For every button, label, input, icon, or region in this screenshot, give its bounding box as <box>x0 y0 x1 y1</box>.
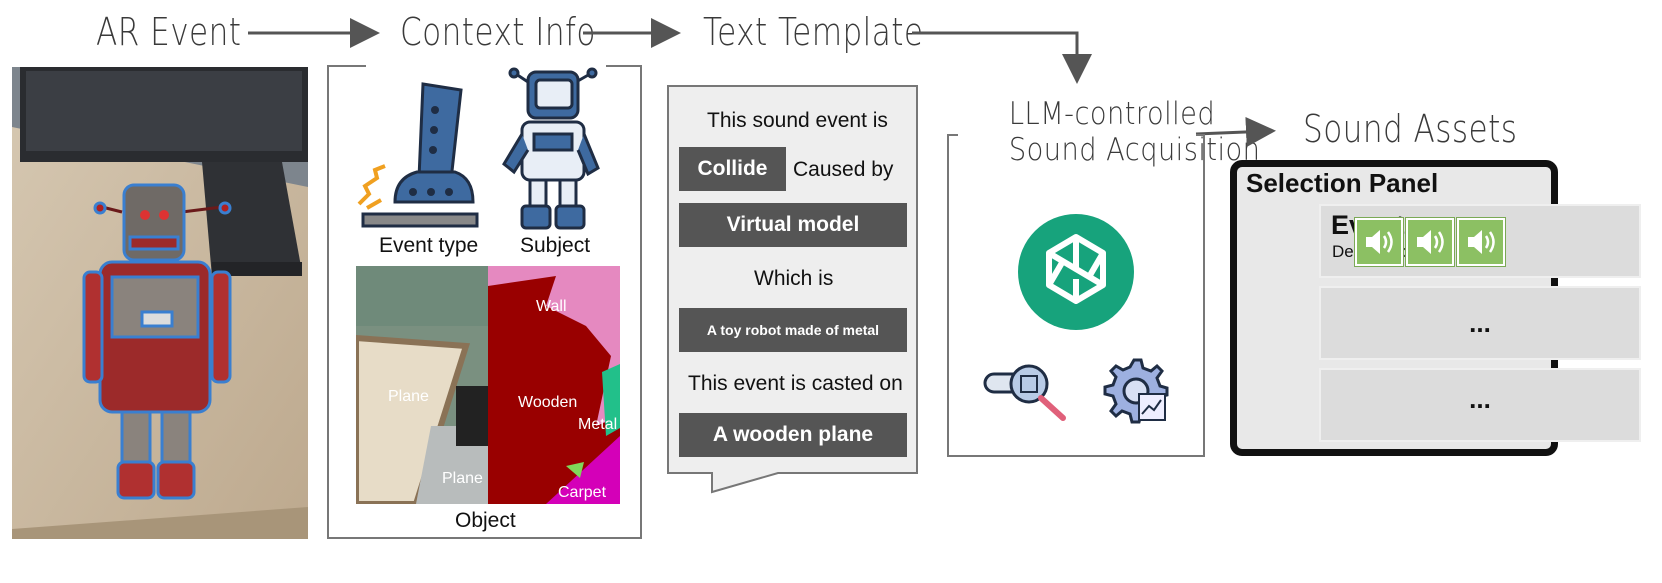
object-segmentation: Plane Plane Wall Wooden Metal Carpet <box>356 266 620 504</box>
seg-label-plane-bottom: Plane <box>442 470 483 487</box>
robot-eye-left <box>140 210 150 220</box>
openai-logo-icon <box>1018 214 1134 330</box>
seg-label-wall: Wall <box>536 298 567 315</box>
template-caused-by: Caused by <box>793 158 894 181</box>
stage-title-context-info: Context Info <box>400 10 596 54</box>
speaker-icon-2[interactable] <box>1406 218 1454 266</box>
speaker-icon-3-glyph <box>1468 230 1495 254</box>
subject-robot-icon <box>502 67 600 230</box>
stage-title-text-template: Text Template <box>703 10 924 54</box>
template-casted-on: This event is casted on <box>688 372 903 395</box>
subject-label: Subject <box>520 234 591 257</box>
seg-label-metal: Metal <box>578 416 618 433</box>
segmentation-image <box>356 266 620 504</box>
object-label: Object <box>455 509 516 532</box>
template-target-value: A wooden plane <box>679 413 907 457</box>
panel-row-3-ellipsis: ... <box>1469 384 1491 414</box>
seg-label-wooden: Wooden <box>518 394 578 411</box>
gear-analytics-icon <box>1103 358 1169 424</box>
speaker-icon-1[interactable] <box>1355 218 1403 266</box>
stage-title-sound-assets: Sound Assets <box>1303 107 1518 151</box>
speaker-icon-1-glyph <box>1366 230 1393 254</box>
panel-row-2-ellipsis: ... <box>1469 308 1491 338</box>
ar-robot <box>82 183 232 500</box>
seg-label-plane-left: Plane <box>388 388 429 405</box>
template-subject-value: Virtual model <box>679 203 907 247</box>
arrow-template-to-llm <box>912 31 1092 84</box>
ar-event-photo <box>12 67 308 539</box>
robot-eye-right <box>159 210 169 220</box>
template-event-value: Collide <box>679 147 786 191</box>
event-type-label: Event type <box>379 234 479 257</box>
seg-label-carpet: Carpet <box>558 484 607 501</box>
llm-bracket <box>947 134 1205 457</box>
panel-row-3[interactable]: ... <box>1319 368 1641 442</box>
template-description-value: A toy robot made of metal <box>679 308 907 352</box>
template-which-is: Which is <box>754 267 834 290</box>
arrow-llm-to-assets <box>1195 116 1276 147</box>
template-line-1: This sound event is <box>707 109 888 132</box>
panel-row-event[interactable]: Event Description <box>1319 204 1641 278</box>
search-document-icon <box>983 364 1066 421</box>
selection-panel-title: Selection Panel <box>1246 168 1439 198</box>
stage-title-ar-event: AR Event <box>96 10 242 54</box>
context-bracket <box>327 65 642 539</box>
event-type-hammer-icon <box>357 82 479 228</box>
speaker-icon-2-glyph <box>1417 230 1444 254</box>
panel-row-2[interactable]: ... <box>1319 286 1641 360</box>
speaker-icon-3[interactable] <box>1457 218 1505 266</box>
